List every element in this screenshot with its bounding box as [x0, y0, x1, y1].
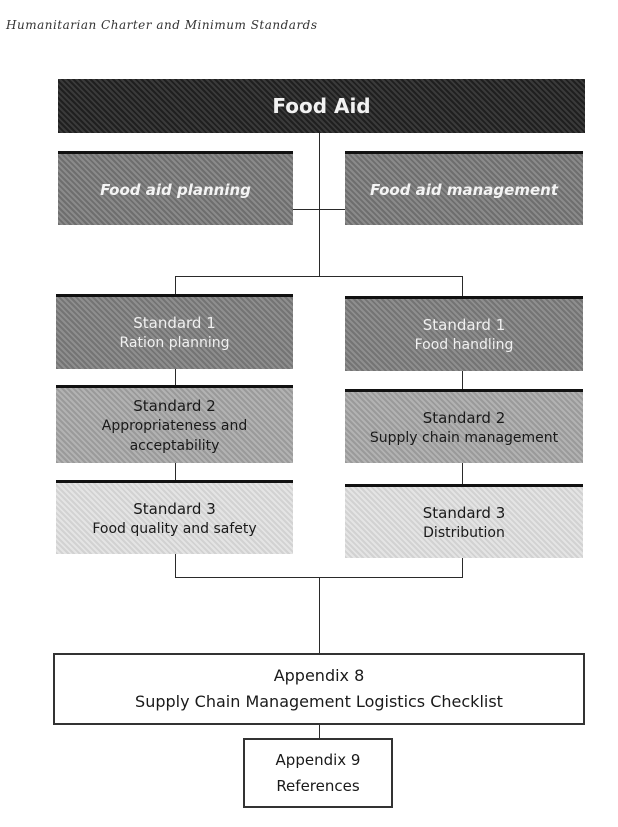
- running-header: Humanitarian Charter and Minimum Standar…: [6, 18, 318, 32]
- appendix-8-subtitle: Supply Chain Management Logistics Checkl…: [135, 692, 503, 711]
- food-aid-planning-box: Food aid planning: [58, 151, 293, 225]
- right-standard-1-desc: Food handling: [414, 337, 514, 353]
- left-standard-3-title: Standard 3: [133, 499, 216, 518]
- appendix-9-box: Appendix 9 References: [243, 738, 393, 808]
- connector-left-top-vertical: [175, 276, 176, 294]
- connector-left-column-vertical: [175, 360, 176, 578]
- connector-right-column-vertical: [462, 360, 463, 578]
- left-standard-1-desc: Ration planning: [119, 335, 230, 351]
- left-standard-1-title: Standard 1: [133, 314, 216, 332]
- connector-appendix9-vertical: [319, 724, 320, 738]
- right-standard-3-desc: Distribution: [423, 524, 505, 541]
- connector-sub-horizontal: [293, 209, 345, 210]
- appendix-9-subtitle: References: [276, 777, 360, 795]
- food-aid-title-box: Food Aid: [58, 79, 585, 133]
- appendix-8-title: Appendix 8: [273, 666, 365, 685]
- connector-top-horizontal: [175, 276, 463, 277]
- right-standard-2-box: Standard 2 Supply chain management: [345, 389, 583, 463]
- food-aid-title: Food Aid: [272, 94, 371, 118]
- right-standard-1-title: Standard 1: [422, 316, 506, 334]
- food-aid-management-label: Food aid management: [370, 180, 558, 199]
- left-standard-3-desc: Food quality and safety: [92, 520, 257, 537]
- right-standard-3-box: Standard 3 Distribution: [345, 484, 583, 558]
- connector-right-top-vertical: [462, 276, 463, 296]
- connector-appendix8-vertical: [319, 577, 320, 653]
- left-standard-2-box: Standard 2 Appropriateness and acceptabi…: [56, 385, 293, 463]
- right-standard-3-title: Standard 3: [422, 503, 506, 522]
- right-standard-2-desc: Supply chain management: [369, 429, 559, 446]
- left-standard-2-title: Standard 2: [133, 396, 216, 415]
- food-aid-planning-label: Food aid planning: [100, 180, 251, 199]
- connector-root-vertical: [319, 133, 320, 276]
- left-standard-3-box: Standard 3 Food quality and safety: [56, 480, 293, 554]
- appendix-9-title: Appendix 9: [275, 751, 361, 769]
- left-standard-1-box: Standard 1 Ration planning: [56, 294, 293, 369]
- food-aid-management-box: Food aid management: [345, 151, 583, 225]
- left-standard-2-desc: Appropriateness and acceptability: [101, 417, 248, 454]
- right-standard-2-title: Standard 2: [422, 408, 506, 427]
- appendix-8-box: Appendix 8 Supply Chain Management Logis…: [53, 653, 585, 725]
- right-standard-1-box: Standard 1 Food handling: [345, 296, 583, 371]
